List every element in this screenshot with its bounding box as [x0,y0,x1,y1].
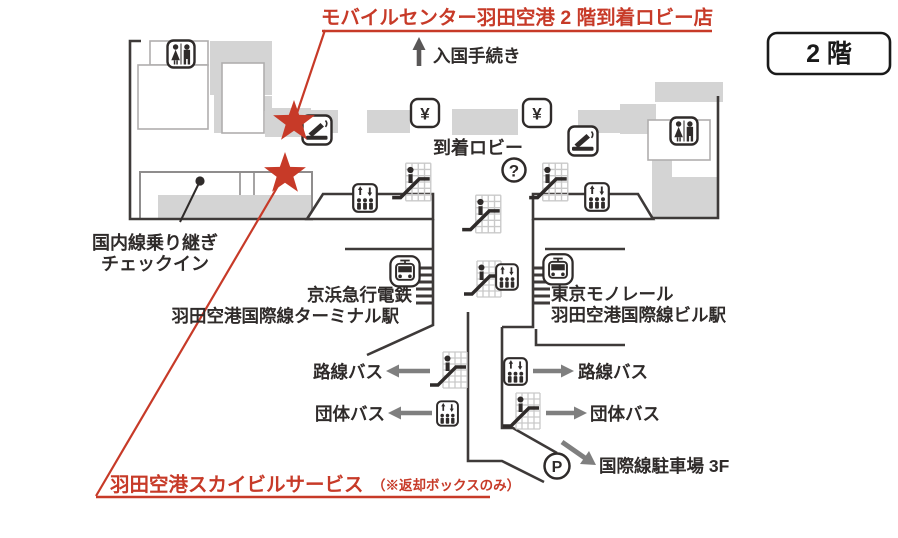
svg-text:¥: ¥ [532,105,542,124]
svg-text:路線バス: 路線バス [578,362,648,382]
elevator-icon [584,182,610,212]
svg-text:団体バス: 団体バス [315,404,385,424]
escalator-icon [501,391,542,431]
arrow-left-icon [388,406,401,420]
elevator-icon [352,183,378,213]
domestic-transfer-callout: 国内線乗り継ぎ チェックイン [92,176,218,274]
escalator-icon [428,350,469,390]
keikyu-station-label: 京浜急行電鉄 羽田空港国際線ターミナル駅 [172,285,413,326]
svg-text:2 階: 2 階 [806,40,852,68]
immigration-label: 入国手続き [433,46,521,66]
parking-label: 国際線駐車場 3F [599,456,730,476]
svg-text:?: ? [509,162,519,181]
elevator-icon [495,263,519,291]
train-icon [542,253,574,286]
svg-text:¥: ¥ [420,105,430,124]
parking-icon: P [543,452,571,480]
smoking-area-icon [567,125,599,157]
svg-text:路線バス: 路線バス [313,362,383,382]
svg-text:京浜急行電鉄: 京浜急行電鉄 [307,285,412,305]
immigration-direction: 入国手続き [412,37,521,66]
parking-exit: P 国際線駐車場 3F [543,439,730,480]
domestic-transfer-line2: チェックイン [101,254,209,274]
information-icon: ? [501,157,527,183]
svg-text:羽田空港国際線ビル駅: 羽田空港国際線ビル駅 [551,305,726,325]
group-bus-left: 団体バス [315,404,432,424]
route-bus-right: 路線バス [533,362,648,382]
svg-text:P: P [552,459,563,476]
svg-text:東京モノレール: 東京モノレール [551,284,674,304]
store-label: モバイルセンター羽田空港 2 階到着ロビー店 [321,6,713,29]
arrival-lobby-label: 到着ロビー [433,137,523,158]
restroom-icon [669,116,699,146]
route-bus-left: 路線バス [313,362,430,382]
arrow-downright-icon [580,451,596,465]
svg-text:羽田空港国際線ターミナル駅: 羽田空港国際線ターミナル駅 [172,306,400,326]
group-bus-right: 団体バス [546,404,660,424]
currency-exchange-icon: ¥ [409,97,441,129]
restroom-icon [166,39,196,69]
store-annotation: モバイルセンター羽田空港 2 階到着ロビー店 [273,6,713,140]
elevator-icon [503,357,528,386]
arrow-right-icon [574,406,587,420]
skybuilding-service-note: （※返却ボックスのみ） [372,477,520,493]
train-icon [389,255,421,288]
domestic-transfer-line1: 国内線乗り継ぎ [92,232,218,253]
escalator-icon [460,193,503,235]
skybuilding-service-label: 羽田空港スカイビルサービス [110,473,364,496]
arrow-left-icon [386,364,399,378]
skybuilding-annotation: 羽田空港スカイビルサービス （※返却ボックスのみ） [95,152,520,499]
currency-exchange-icon: ¥ [521,97,553,129]
svg-text:団体バス: 団体バス [590,404,660,424]
stairs-right [533,266,550,305]
stairs-left [416,266,433,305]
elevator-icon [436,400,459,427]
arrow-right-icon [561,364,574,378]
floor-badge: 2 階 [766,31,892,76]
monorail-station-label: 東京モノレール 羽田空港国際線ビル駅 [551,284,726,325]
